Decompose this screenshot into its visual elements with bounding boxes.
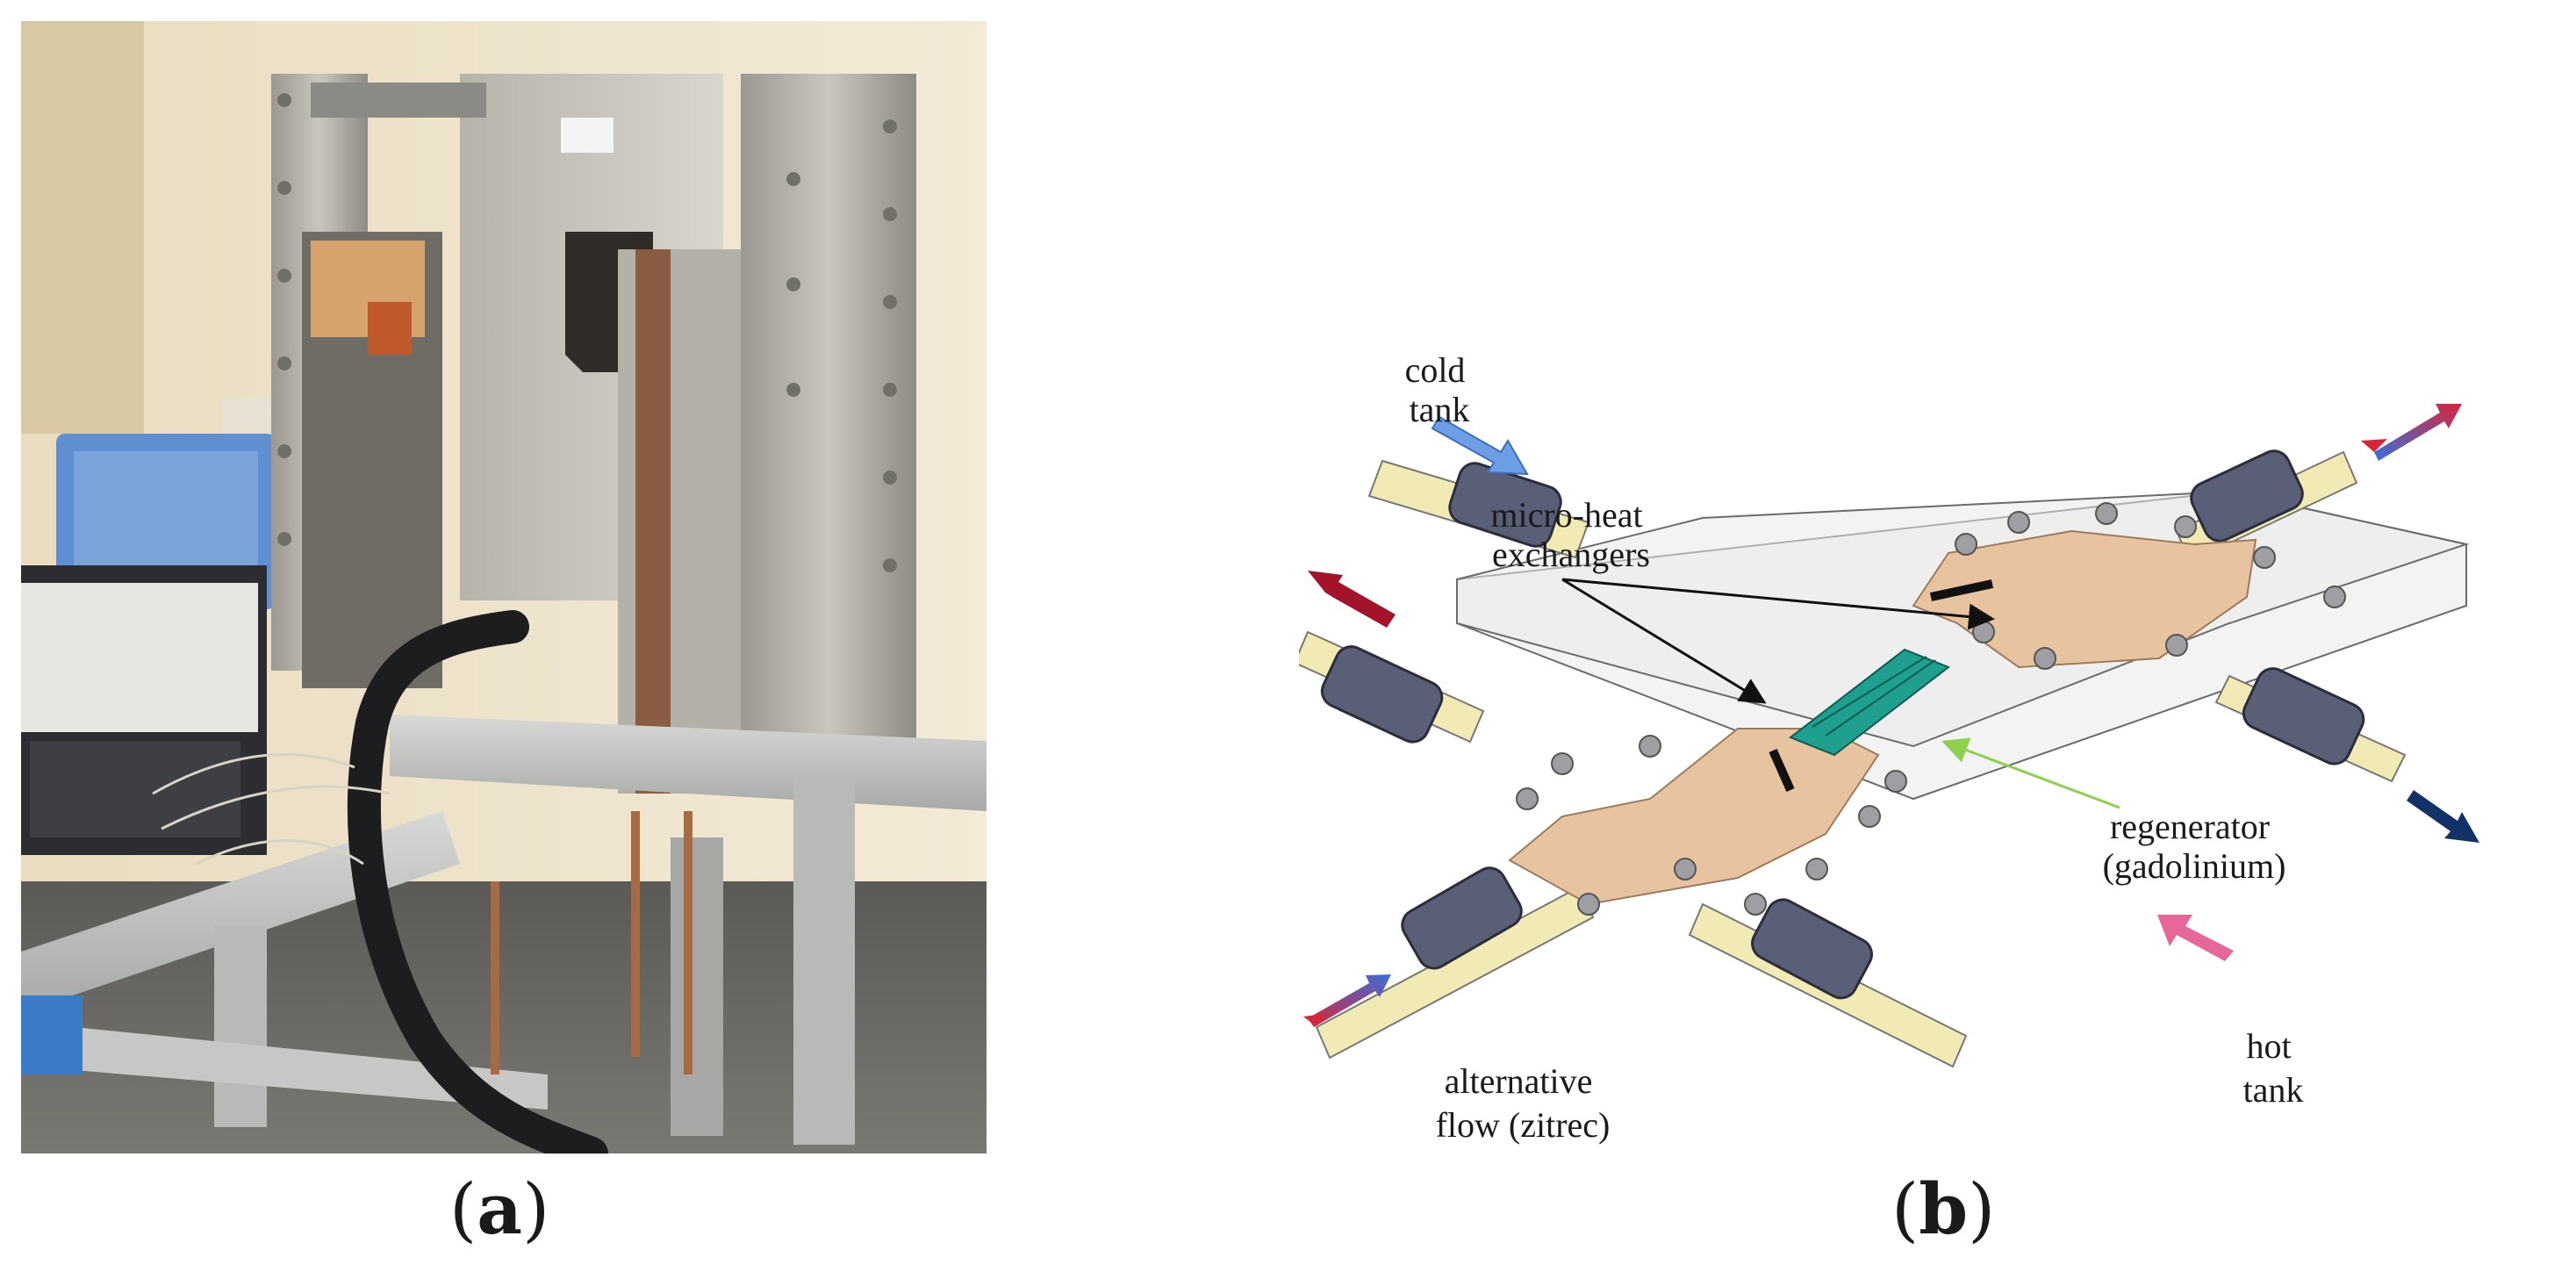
- pointer-lines: [1561, 578, 2120, 809]
- upper-right-arrow: [2374, 404, 2462, 461]
- cold-arrow: [1431, 415, 1529, 476]
- regenerator-block: [1788, 648, 1951, 757]
- hot-tank-label: hot tank: [2243, 1026, 2304, 1110]
- dark-red-arrow: [1308, 571, 1396, 628]
- navy-arrow: [2407, 790, 2479, 843]
- micro-heat-exchangers-label: micro-heat exchangers: [1490, 495, 1651, 574]
- separator-bars: [1769, 579, 1994, 793]
- flow-arrows: [1303, 404, 2479, 1027]
- subfigure-label-b: (b): [1891, 1168, 1996, 1250]
- regenerator-label: regenerator (gadolinium): [2103, 807, 2286, 886]
- housing-screws: [1516, 502, 2346, 916]
- cold-tank-label: cold tank: [1405, 350, 1475, 429]
- hot-arrow: [2157, 915, 2234, 961]
- experimental-setup-photo: [21, 21, 987, 1153]
- fluid-ports: [1299, 449, 2407, 1068]
- lower-left-arrow: [1308, 974, 1391, 1027]
- subfigure-label-a: (a): [449, 1168, 550, 1250]
- alternative-flow-label: alternative flow (zitrec): [1436, 1061, 1611, 1145]
- regenerator-schematic: cold tank micro-heat exchangers regenera…: [1299, 350, 2479, 1145]
